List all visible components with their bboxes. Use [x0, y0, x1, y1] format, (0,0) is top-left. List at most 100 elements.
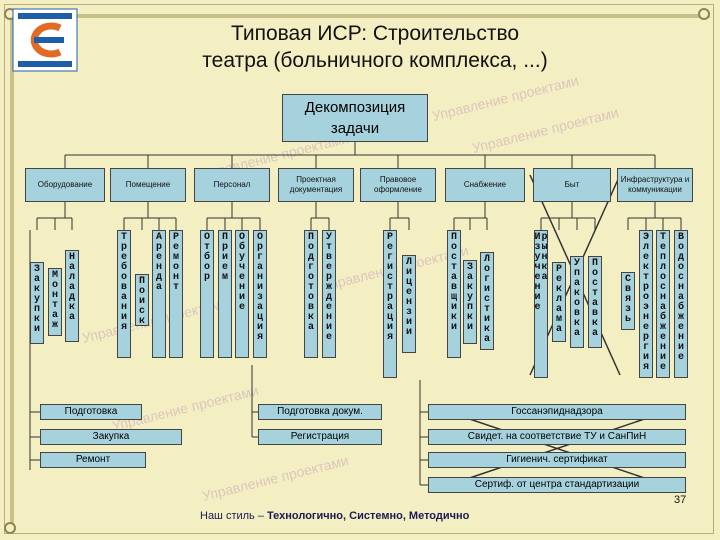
subtask-label-column: Н а л а д к а [68, 252, 75, 323]
subtask-label: Н а л а д к а [66, 251, 78, 323]
subtask-box: А р е н д а [152, 230, 166, 358]
root-line: задачи [330, 120, 380, 137]
work-package-box: Подготовка докум. [258, 404, 382, 420]
subtask-box: О б у ч е н и е [235, 230, 249, 358]
subtask-box: П о с т а в к а [588, 256, 602, 348]
subtask-box: У п а к о в к а [570, 256, 584, 348]
work-package-box: Подготовка [40, 404, 142, 420]
subtask-box: В о д о с н а б ж е н и е [674, 230, 688, 378]
work-package-box: Ремонт [40, 452, 146, 468]
subtask-box: П о с т а в щ и к и [447, 230, 461, 358]
work-package-box: Регистрация [258, 429, 382, 445]
subtask-box: О т б о р [200, 230, 214, 358]
subtask-label: М о н т а ж [49, 269, 61, 331]
subtask-box: Т р е б о в а н и я [117, 230, 131, 358]
subtask-label-column: М о н т а ж [51, 270, 58, 331]
scroll-curl-icon [4, 522, 16, 534]
subtask-label-column: О б у ч е н и е [238, 232, 245, 313]
subtask-label: П о и с к [136, 275, 148, 327]
subtask-label: П о с т а в щ и к и [448, 231, 460, 333]
subtask-label: П о с т а в к а [589, 257, 601, 339]
footer-bold: Технологично, Системно, Методично [267, 510, 470, 522]
subtask-label: В о д о с н а б ж е н и е [675, 231, 687, 363]
slide-title: Типовая ИСР: Строительство театра (больн… [150, 20, 600, 74]
subtask-box: П о д г о т о в к а [304, 230, 318, 358]
subtask-box: Э л е к т р о э н е р г и я [639, 230, 653, 378]
subtask-label: Э л е к т р о э н е р г и я [640, 231, 652, 373]
category-box: Инфраструктура и коммуникации [617, 168, 693, 202]
subtask-box: Р е г и с т р а ц и я [383, 230, 397, 378]
subtask-label: З а к у п к и [31, 263, 43, 335]
subtask-label: О б у ч е н и е [236, 231, 248, 313]
subtask-label-column: П о и с к [138, 276, 145, 327]
title-line: Типовая ИСР: Строительство [230, 22, 520, 45]
subtask-label: З а к у п к и [464, 261, 476, 333]
subtask-label: П о д г о т о в к а [305, 231, 317, 333]
subtask-label: А р е н д а [153, 231, 165, 293]
subtask-label-column: Э л е к т р о э н е р г и я [642, 232, 649, 373]
subtask-label-column: П о с т а в щ и к и [450, 232, 457, 333]
subtask-box: С в я з ь [621, 272, 635, 330]
subtask-label: П р и е м [219, 231, 231, 283]
subtask-box: П р и е м [218, 230, 232, 358]
subtask-label: У т в е р ж д е н и е [323, 231, 335, 343]
work-package-box: Сертиф. от центра стандартизации [428, 477, 686, 493]
category-box: Проектная документация [278, 168, 354, 202]
company-logo-icon [12, 8, 78, 72]
work-package-box: Закупка [40, 429, 182, 445]
subtask-label-column: Р е к л а м а [555, 264, 562, 335]
subtask-label: Т е п л о с н а б ж е н и е [657, 231, 669, 373]
subtask-label-column: Л о г и с т и к а [483, 254, 490, 345]
subtask-label-column: П о с т а в к а [591, 258, 598, 339]
subtask-label: О т б о р [201, 231, 213, 283]
subtask-box: П о и с к [135, 274, 149, 327]
title-line: театра (больничного комплекса, ...) [202, 49, 548, 72]
subtask-box: М о н т а ж [48, 268, 62, 336]
subtask-label-column: П о д г о т о в к а [307, 232, 314, 333]
subtask-label-column: З а к у п к и [466, 262, 473, 333]
subtask-label-column: Р е г и с т р а ц и я [386, 232, 393, 343]
subtask-label-column: У т в е р ж д е н и е [325, 232, 332, 343]
subtask-box: З а к у п к и [463, 260, 477, 344]
subtask-label: Р е м о н т [170, 231, 182, 293]
footer-prefix: Наш стиль – [200, 510, 268, 522]
subtask-label-column: Р е м о н т [172, 232, 179, 293]
subtask-label: Л и ц е н з и и [403, 256, 415, 338]
subtask-box: Р е м о н т [169, 230, 183, 358]
subtask-label: С в я з ь [622, 273, 634, 325]
subtask-label: Т р е б о в а н и я [118, 231, 130, 333]
subtask-label-column: р ы н к а [541, 232, 548, 283]
subtask-box: Т е п л о с н а б ж е н и е [656, 230, 670, 378]
subtask-label-column: А р е н д а [155, 232, 162, 293]
subtask-label-column: У п а к о в к а [573, 258, 580, 339]
subtask-label-column: В о д о с н а б ж е н и е [677, 232, 684, 363]
root-line: Декомпозиция [304, 99, 406, 116]
subtask-label-column: О т б о р [203, 232, 210, 283]
subtask-label: Л о г и с т и к а [481, 253, 493, 345]
work-package-box: Гигиенич. сертификат [428, 452, 686, 468]
subtask-label: У п а к о в к а [571, 257, 583, 339]
subtask-label-column: Т е п л о с н а б ж е н и е [659, 232, 666, 373]
subtask-label-column: З а к у п к и [33, 264, 40, 335]
subtask-box: О р г а н и з а ц и я [253, 230, 267, 358]
subtask-box: Л и ц е н з и и [402, 255, 416, 353]
subtask-label-column: О р г а н и з а ц и я [256, 232, 263, 343]
category-box: Правовое оформление [360, 168, 436, 202]
subtask-label-column: Л и ц е н з и и [405, 257, 412, 338]
subtask-box: У т в е р ж д е н и е [322, 230, 336, 358]
work-package-box: Свидет. на соответствие ТУ и СанПиН [428, 429, 686, 445]
subtask-label: Р е к л а м а [553, 263, 565, 335]
subtask-box: Л о г и с т и к а [480, 252, 494, 350]
subtask-label-column: И з у ч е н и е [534, 232, 541, 313]
footer-slogan: Наш стиль – Технологично, Системно, Мето… [200, 510, 469, 522]
subtask-label-column: С в я з ь [624, 274, 631, 325]
subtask-label: О р г а н и з а ц и я [254, 231, 266, 343]
scroll-ornament-left [10, 14, 14, 529]
category-box: Персонал [194, 168, 270, 202]
category-box: Помещение [110, 168, 186, 202]
category-box: Снабжение [445, 168, 525, 202]
subtask-box: Н а л а д к а [65, 250, 79, 342]
subtask-box: Р е к л а м а [552, 262, 566, 342]
